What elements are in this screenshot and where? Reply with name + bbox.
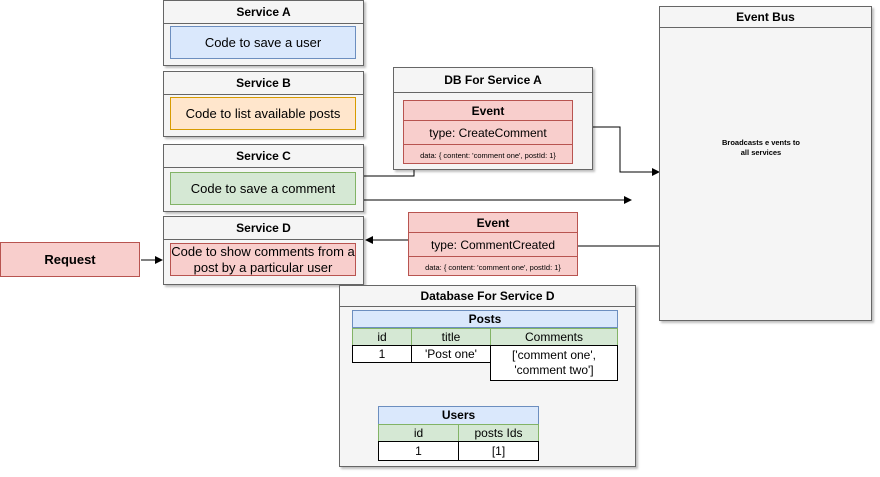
service-c-title: Service C [164, 145, 363, 168]
create-comment-event-data: data: { content: 'comment one', postId: … [420, 150, 556, 160]
db-service-d-title: Database For Service D [340, 286, 635, 307]
service-a-panel: Service A Code to save a user [163, 0, 364, 66]
posts-cell-title: 'Post one' [411, 345, 491, 363]
posts-table-title: Posts [352, 310, 618, 328]
comment-created-event: Event type: CommentCreated data: { conte… [408, 212, 578, 276]
users-header-posts-ids: posts Ids [458, 424, 539, 442]
edge-event-to-bus [580, 126, 660, 176]
comment-created-event-type: type: CommentCreated [409, 233, 577, 257]
create-comment-event-title: Event [404, 101, 572, 121]
service-d-code-box: Code to show comments from a post by a p… [170, 243, 356, 276]
users-header-id: id [378, 424, 459, 442]
users-cell-id: 1 [378, 441, 459, 461]
service-a-code-box: Code to save a user [170, 26, 356, 59]
posts-cell-comments: ['comment one', 'comment two'] [490, 345, 618, 381]
db-service-a-title: DB For Service A [394, 68, 592, 93]
create-comment-event-type: type: CreateComment [404, 121, 572, 145]
request-box: Request [0, 242, 140, 277]
event-bus-title: Event Bus [660, 7, 871, 28]
users-table-title: Users [378, 406, 539, 425]
create-comment-event: Event type: CreateComment data: { conten… [403, 100, 573, 164]
comment-created-event-data: data: { content: 'comment one', postId: … [425, 262, 561, 272]
posts-header-id: id [352, 328, 412, 346]
event-bus-description: Broadcasts e vents to all services [722, 138, 800, 157]
db-service-d-panel: Database For Service D Posts id title Co… [339, 285, 636, 467]
service-a-title: Service A [164, 1, 363, 24]
service-d-title: Service D [164, 217, 363, 240]
db-service-a-panel: DB For Service A Event type: CreateComme… [393, 67, 593, 170]
posts-header-comments: Comments [490, 328, 618, 346]
service-b-panel: Service B Code to list available posts [163, 71, 364, 137]
users-cell-posts-ids: [1] [458, 441, 539, 461]
event-bus-panel: Event Bus Broadcasts e vents to all serv… [659, 6, 872, 321]
service-c-code-box: Code to save a comment [170, 172, 356, 205]
service-b-title: Service B [164, 72, 363, 95]
comment-created-event-title: Event [409, 213, 577, 233]
posts-cell-id: 1 [352, 345, 412, 363]
posts-header-title: title [411, 328, 491, 346]
service-b-code-box: Code to list available posts [170, 97, 356, 130]
service-c-panel: Service C Code to save a comment [163, 144, 364, 212]
service-d-panel: Service D Code to show comments from a p… [163, 216, 364, 285]
